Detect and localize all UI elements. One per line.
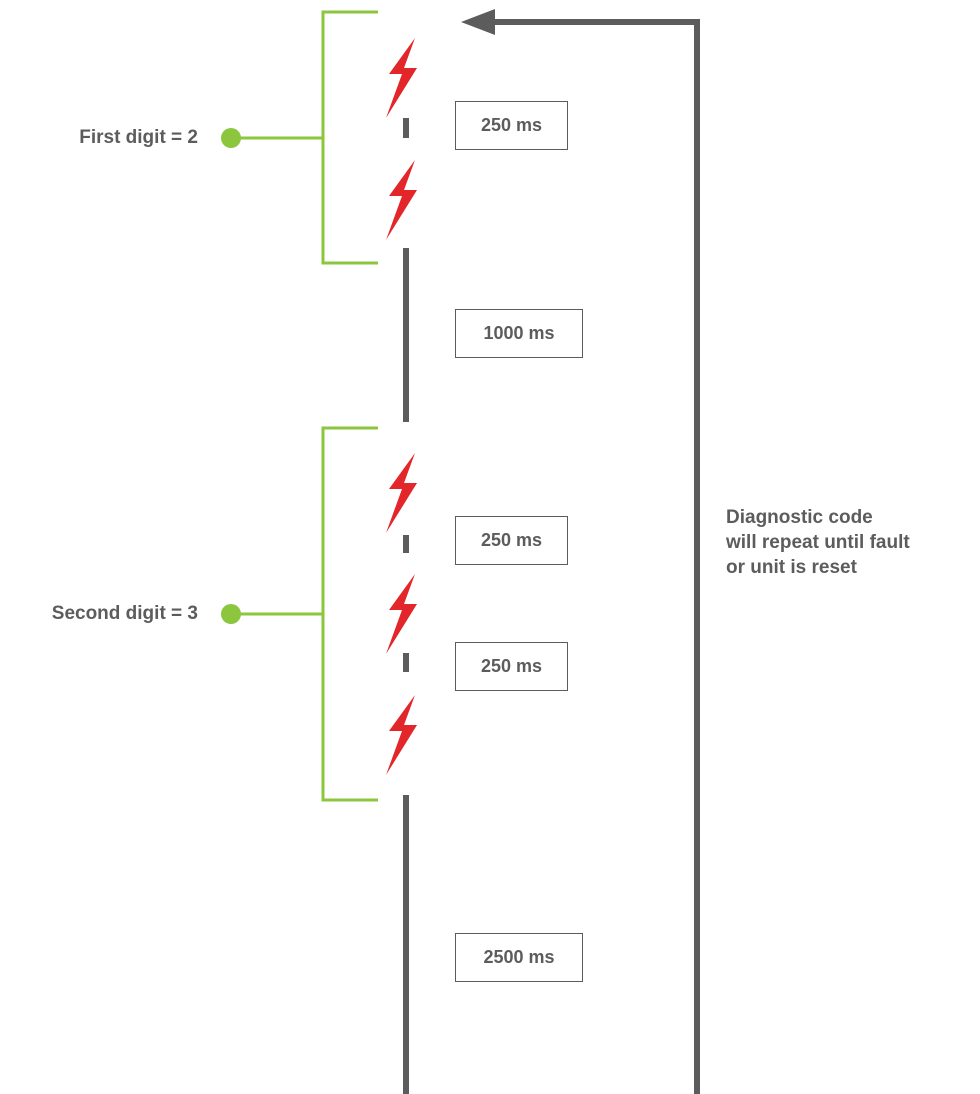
interval-box-digit-gap: 1000 ms xyxy=(455,309,583,358)
interval-box-second-gap-1: 250 ms xyxy=(455,516,568,565)
lightning-bolt-icon xyxy=(386,453,417,533)
green-dot-icon xyxy=(221,604,241,624)
repeat-note: Diagnostic code will repeat until fault … xyxy=(726,505,910,580)
interval-box-second-gap-2: 250 ms xyxy=(455,642,568,691)
repeat-loop xyxy=(461,9,700,1094)
repeat-loop-line xyxy=(490,19,700,1094)
repeat-note-line-3: or unit is reset xyxy=(726,557,857,578)
arrow-left-icon xyxy=(461,9,495,35)
first-digit-label: First digit = 2 xyxy=(79,127,198,148)
bracket-first-digit xyxy=(238,10,378,265)
repeat-note-line-2: will repeat until fault xyxy=(726,532,910,553)
interval-box-first-gap: 250 ms xyxy=(455,101,568,150)
lightning-bolt-icon xyxy=(386,695,417,775)
interval-box-repeat-gap: 2500 ms xyxy=(455,933,583,982)
repeat-note-line-1: Diagnostic code xyxy=(726,507,873,528)
lightning-bolt-icon xyxy=(386,574,417,654)
bracket-second-digit xyxy=(238,426,378,802)
green-dot-icon xyxy=(221,128,241,148)
lightning-bolt-icon xyxy=(386,38,417,118)
lightning-bolt-icon xyxy=(386,160,417,240)
second-digit-label: Second digit = 3 xyxy=(51,603,198,624)
